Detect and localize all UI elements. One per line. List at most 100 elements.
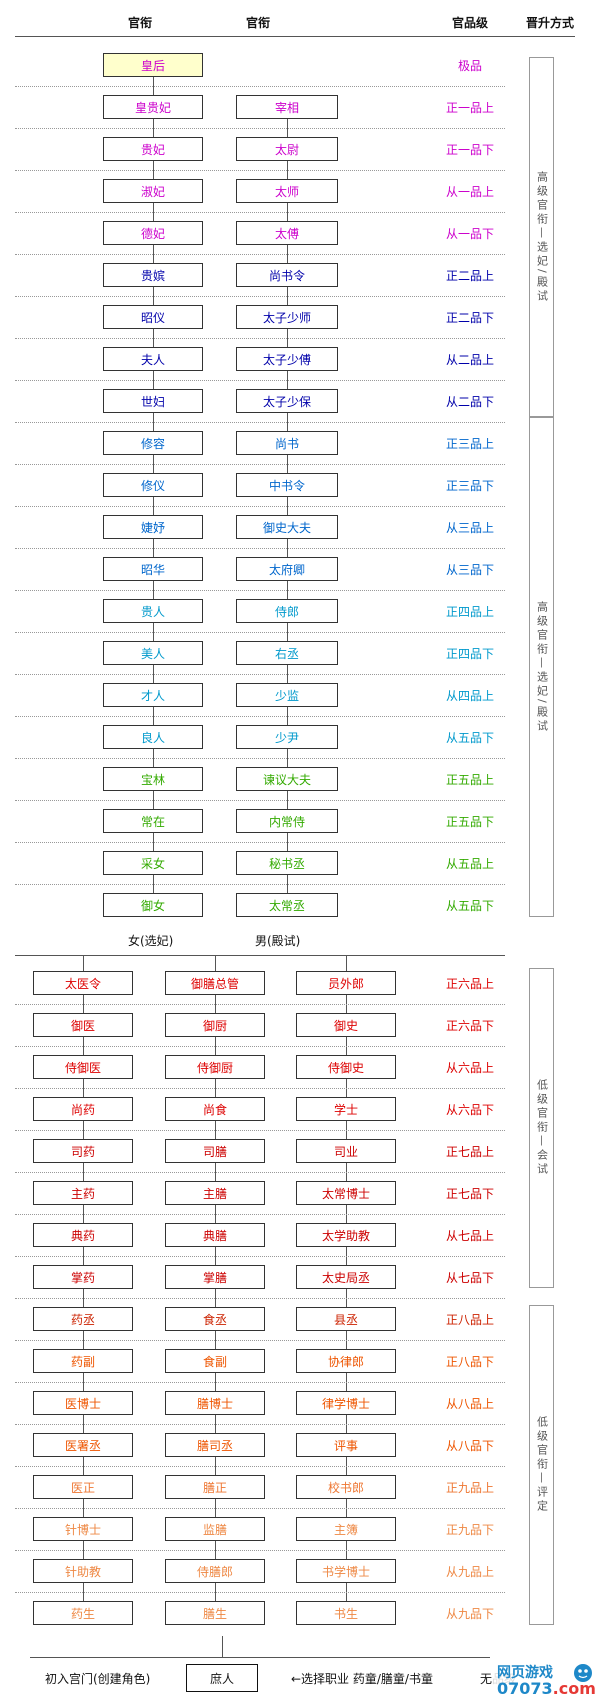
female-connector (153, 119, 154, 137)
side-label-upper-1: 高级官衔—选妃/殿试 (529, 57, 554, 417)
female-title-box: 世妇 (103, 389, 203, 413)
lower-title-label: 书生 (333, 1606, 358, 1621)
row-divider (15, 674, 505, 675)
male-title-label: 右丞 (274, 646, 299, 661)
male-title-box: 太子少保 (236, 389, 338, 413)
row-divider (15, 842, 505, 843)
female-connector (153, 623, 154, 641)
top-rule (15, 36, 575, 37)
male-title-box: 宰相 (236, 95, 338, 119)
side-label-lower-1-text: 低级官衔—会试 (535, 1079, 549, 1177)
male-title-box: 太子少傅 (236, 347, 338, 371)
lower-title-box: 侍御厨 (165, 1055, 265, 1079)
male-title-box: 太府卿 (236, 557, 338, 581)
header-grade: 官品级 (451, 16, 488, 30)
male-title-label: 谏议大夫 (262, 772, 311, 787)
lower-title-label: 主膳 (202, 1186, 227, 1201)
row-divider (15, 1256, 505, 1257)
male-title-box: 太子少师 (236, 305, 338, 329)
lower-title-box: 食丞 (165, 1307, 265, 1331)
female-title-label: 淑妃 (140, 184, 165, 199)
male-title-label: 宰相 (274, 100, 299, 115)
male-connector (287, 455, 288, 473)
lower-title-label: 监膳 (202, 1522, 227, 1537)
grade-label: 正二品上 (445, 268, 494, 283)
row-divider (15, 464, 505, 465)
lower-title-box: 膳博士 (165, 1391, 265, 1415)
male-title-label: 尚书 (274, 436, 299, 451)
male-connector (287, 749, 288, 767)
lower-title-label: 侍御史 (327, 1060, 364, 1075)
lower-title-label: 药生 (70, 1606, 95, 1621)
grade-label: 正五品上 (445, 772, 494, 787)
lower-title-label: 侍御厨 (196, 1060, 233, 1075)
row-divider (15, 170, 505, 171)
side-label-lower-2: 低级官衔—评定 (529, 1305, 554, 1625)
grade-label: 正一品上 (445, 100, 494, 115)
grade-label: 正八品下 (445, 1354, 494, 1369)
grade-label: 从六品下 (445, 1102, 494, 1117)
lower-title-box: 主簿 (296, 1517, 396, 1541)
male-title-label: 内常侍 (268, 814, 305, 829)
male-connector (287, 203, 288, 221)
female-title-label: 宝林 (140, 772, 165, 787)
lower-title-label: 针助教 (64, 1564, 101, 1579)
row-divider (15, 1088, 505, 1089)
side-label-upper-2-text: 高级官衔—选妃/殿试 (535, 600, 549, 734)
lower-title-label: 药丞 (70, 1312, 95, 1327)
lower-title-box: 尚食 (165, 1097, 265, 1121)
female-title-box: 皇后 (103, 53, 203, 77)
lower-title-label: 食丞 (202, 1312, 227, 1327)
grade-label: 正二品下 (445, 310, 494, 325)
male-title-label: 太府卿 (268, 562, 305, 577)
lower-title-box: 膳生 (165, 1601, 265, 1625)
grade-label: 从四品上 (445, 688, 494, 703)
grade-label: 正六品上 (445, 976, 494, 991)
lower-title-box: 县丞 (296, 1307, 396, 1331)
male-title-box: 侍郎 (236, 599, 338, 623)
row-divider (15, 1298, 505, 1299)
lower-title-box: 御史 (296, 1013, 396, 1037)
lower-title-label: 侍膳郎 (196, 1564, 233, 1579)
lower-title-label: 膳正 (202, 1480, 227, 1495)
lower-title-label: 主簿 (333, 1522, 358, 1537)
female-title-box: 才人 (103, 683, 203, 707)
male-connector (287, 707, 288, 725)
row-divider (15, 1172, 505, 1173)
lower-title-box: 食副 (165, 1349, 265, 1373)
lower-title-box: 御医 (33, 1013, 133, 1037)
lower-title-box: 侍膳郎 (165, 1559, 265, 1583)
female-column-label: 女(选妃) (128, 934, 174, 948)
grade-label: 从五品下 (445, 730, 494, 745)
female-title-box: 采女 (103, 851, 203, 875)
lower-title-box: 书生 (296, 1601, 396, 1625)
section-divider (15, 955, 505, 956)
row-divider (15, 800, 505, 801)
female-title-label: 婕妤 (140, 520, 165, 535)
female-title-box: 贵人 (103, 599, 203, 623)
female-title-label: 皇后 (140, 58, 165, 73)
lower-title-label: 医正 (70, 1480, 95, 1495)
column-stem (215, 956, 216, 971)
lower-title-label: 员外郎 (327, 976, 364, 991)
row-divider (15, 548, 505, 549)
row-divider (15, 254, 505, 255)
grade-label: 从七品上 (445, 1228, 494, 1243)
column-stem (346, 956, 347, 971)
lower-title-label: 校书郎 (327, 1480, 364, 1495)
male-title-box: 少尹 (236, 725, 338, 749)
lower-title-label: 膳司丞 (196, 1438, 233, 1453)
lower-title-label: 司药 (70, 1144, 95, 1159)
row-divider (15, 884, 505, 885)
row-divider (15, 422, 505, 423)
lower-title-box: 监膳 (165, 1517, 265, 1541)
lower-title-box: 掌药 (33, 1265, 133, 1289)
lower-title-label: 太学助教 (321, 1228, 370, 1243)
lower-title-label: 药副 (70, 1354, 95, 1369)
male-title-box: 中书令 (236, 473, 338, 497)
site-logo-graphic: 网页游戏 07073.com (493, 1661, 598, 1699)
lower-title-box: 侍御史 (296, 1055, 396, 1079)
male-column-label: 男(殿试) (255, 934, 301, 948)
lower-title-label: 御厨 (202, 1018, 227, 1033)
lower-title-box: 医博士 (33, 1391, 133, 1415)
